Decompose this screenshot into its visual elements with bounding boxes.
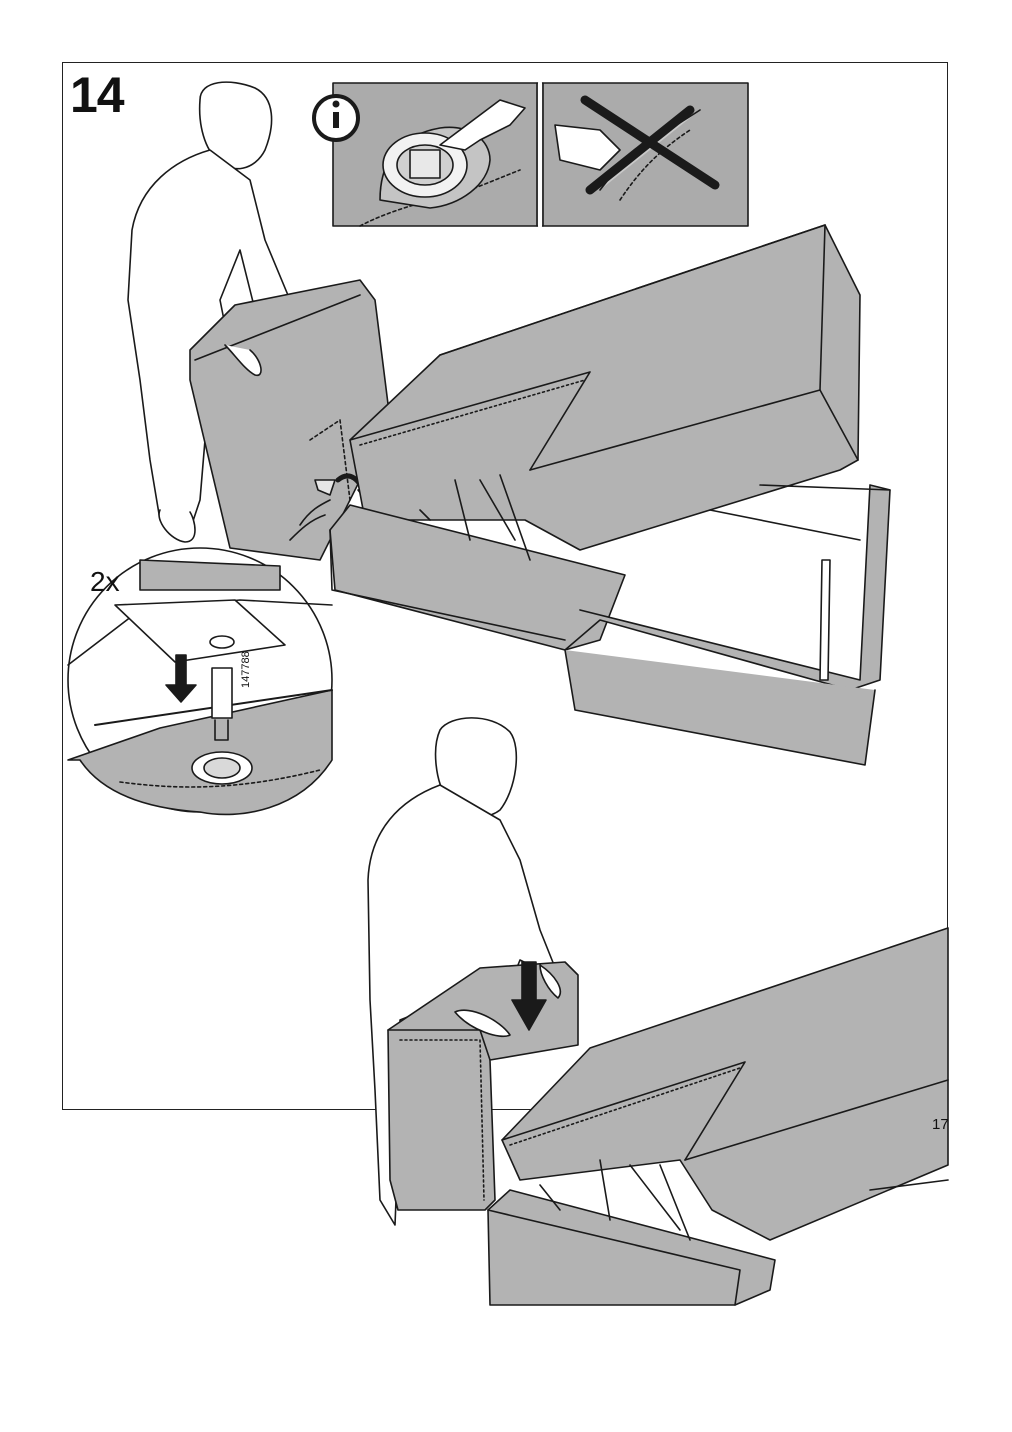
step-number: 14 <box>70 67 125 123</box>
instruction-step-frame <box>62 62 948 1110</box>
info-icon <box>312 94 360 142</box>
sofa-base-bottom <box>487 1159 949 1306</box>
part-number: 147788 <box>240 651 252 688</box>
page-number: 17 <box>932 1116 949 1133</box>
seat-cushion-top <box>349 224 861 551</box>
seat-cushion-bottom <box>501 927 949 1241</box>
quantity-label: 2x <box>90 566 120 597</box>
sofa-base-top <box>329 474 891 766</box>
zoom-callout <box>67 499 333 816</box>
info-panel <box>332 81 749 228</box>
